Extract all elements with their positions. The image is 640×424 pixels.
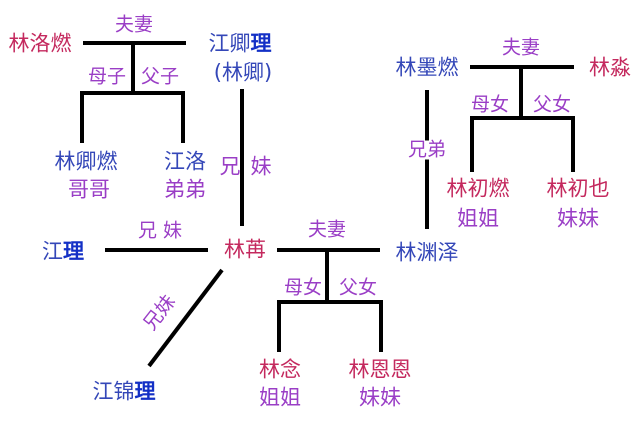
relation-couple-3: 夫妻 (501, 36, 541, 59)
person-lin-nian: 林念 (259, 357, 301, 382)
person-lin-churan: 林初燃 (446, 176, 510, 201)
role-label: 妹妹 (359, 385, 401, 410)
relation-mother-daughter-3: 母女 (470, 93, 510, 116)
person-jiang-luo: 江洛 (164, 149, 206, 174)
role-label: 哥哥 (68, 177, 110, 202)
relation-mother-son: 母子 (87, 65, 127, 88)
person-lin-chuye: 林初也 (546, 176, 610, 201)
relation-father-daughter-3: 父女 (532, 93, 572, 116)
relation-sibling-b: 妹 (250, 154, 272, 179)
children-bracket-3 (470, 116, 575, 172)
name-part-bold: 理 (63, 239, 84, 264)
role-label: 姐姐 (259, 385, 301, 410)
person-lin-qingran: 林卿燃 (54, 149, 118, 174)
relation-sibling-a: 兄 (219, 154, 241, 179)
person-lin-miao: 林淼 (589, 55, 631, 80)
role-label: 弟弟 (164, 177, 206, 202)
role-label: 姐姐 (457, 206, 499, 231)
name-part-bold: 理 (250, 31, 272, 56)
person-jiang-jinli: 江锦理 (92, 379, 156, 404)
name-part: 江 (42, 239, 63, 264)
relation-sibling-horizontal: 兄 妹 (137, 219, 183, 242)
relation-couple-2: 夫妻 (307, 218, 347, 241)
sibling-line-diagonal (147, 268, 224, 368)
relation-couple-1: 夫妻 (114, 13, 154, 36)
role-label: 妹妹 (557, 206, 599, 231)
person-lin-yuanze: 林渊泽 (395, 240, 459, 265)
children-bracket-1 (80, 91, 185, 143)
person-lin-moran: 林墨燃 (395, 55, 459, 80)
children-bracket-2 (277, 300, 383, 352)
person-jiang-li: 江理 (42, 239, 84, 264)
relation-mother-daughter-2: 母女 (283, 276, 323, 299)
relation-father-daughter-2: 父女 (338, 276, 378, 299)
relation-brothers: 兄弟 (407, 138, 447, 161)
name-part-bold: 理 (134, 379, 156, 404)
name-part: 江锦 (92, 379, 135, 404)
person-alias: (林卿) (213, 60, 273, 85)
person-lin-ran: 林苒 (224, 237, 266, 262)
name-part: 江卿 (208, 31, 251, 56)
relation-father-son: 父子 (140, 65, 180, 88)
person-lin-enen: 林恩恩 (348, 357, 412, 382)
person-jiang-qingli: 江卿理 (208, 31, 272, 56)
person-lin-luoran: 林洛燃 (8, 31, 72, 56)
